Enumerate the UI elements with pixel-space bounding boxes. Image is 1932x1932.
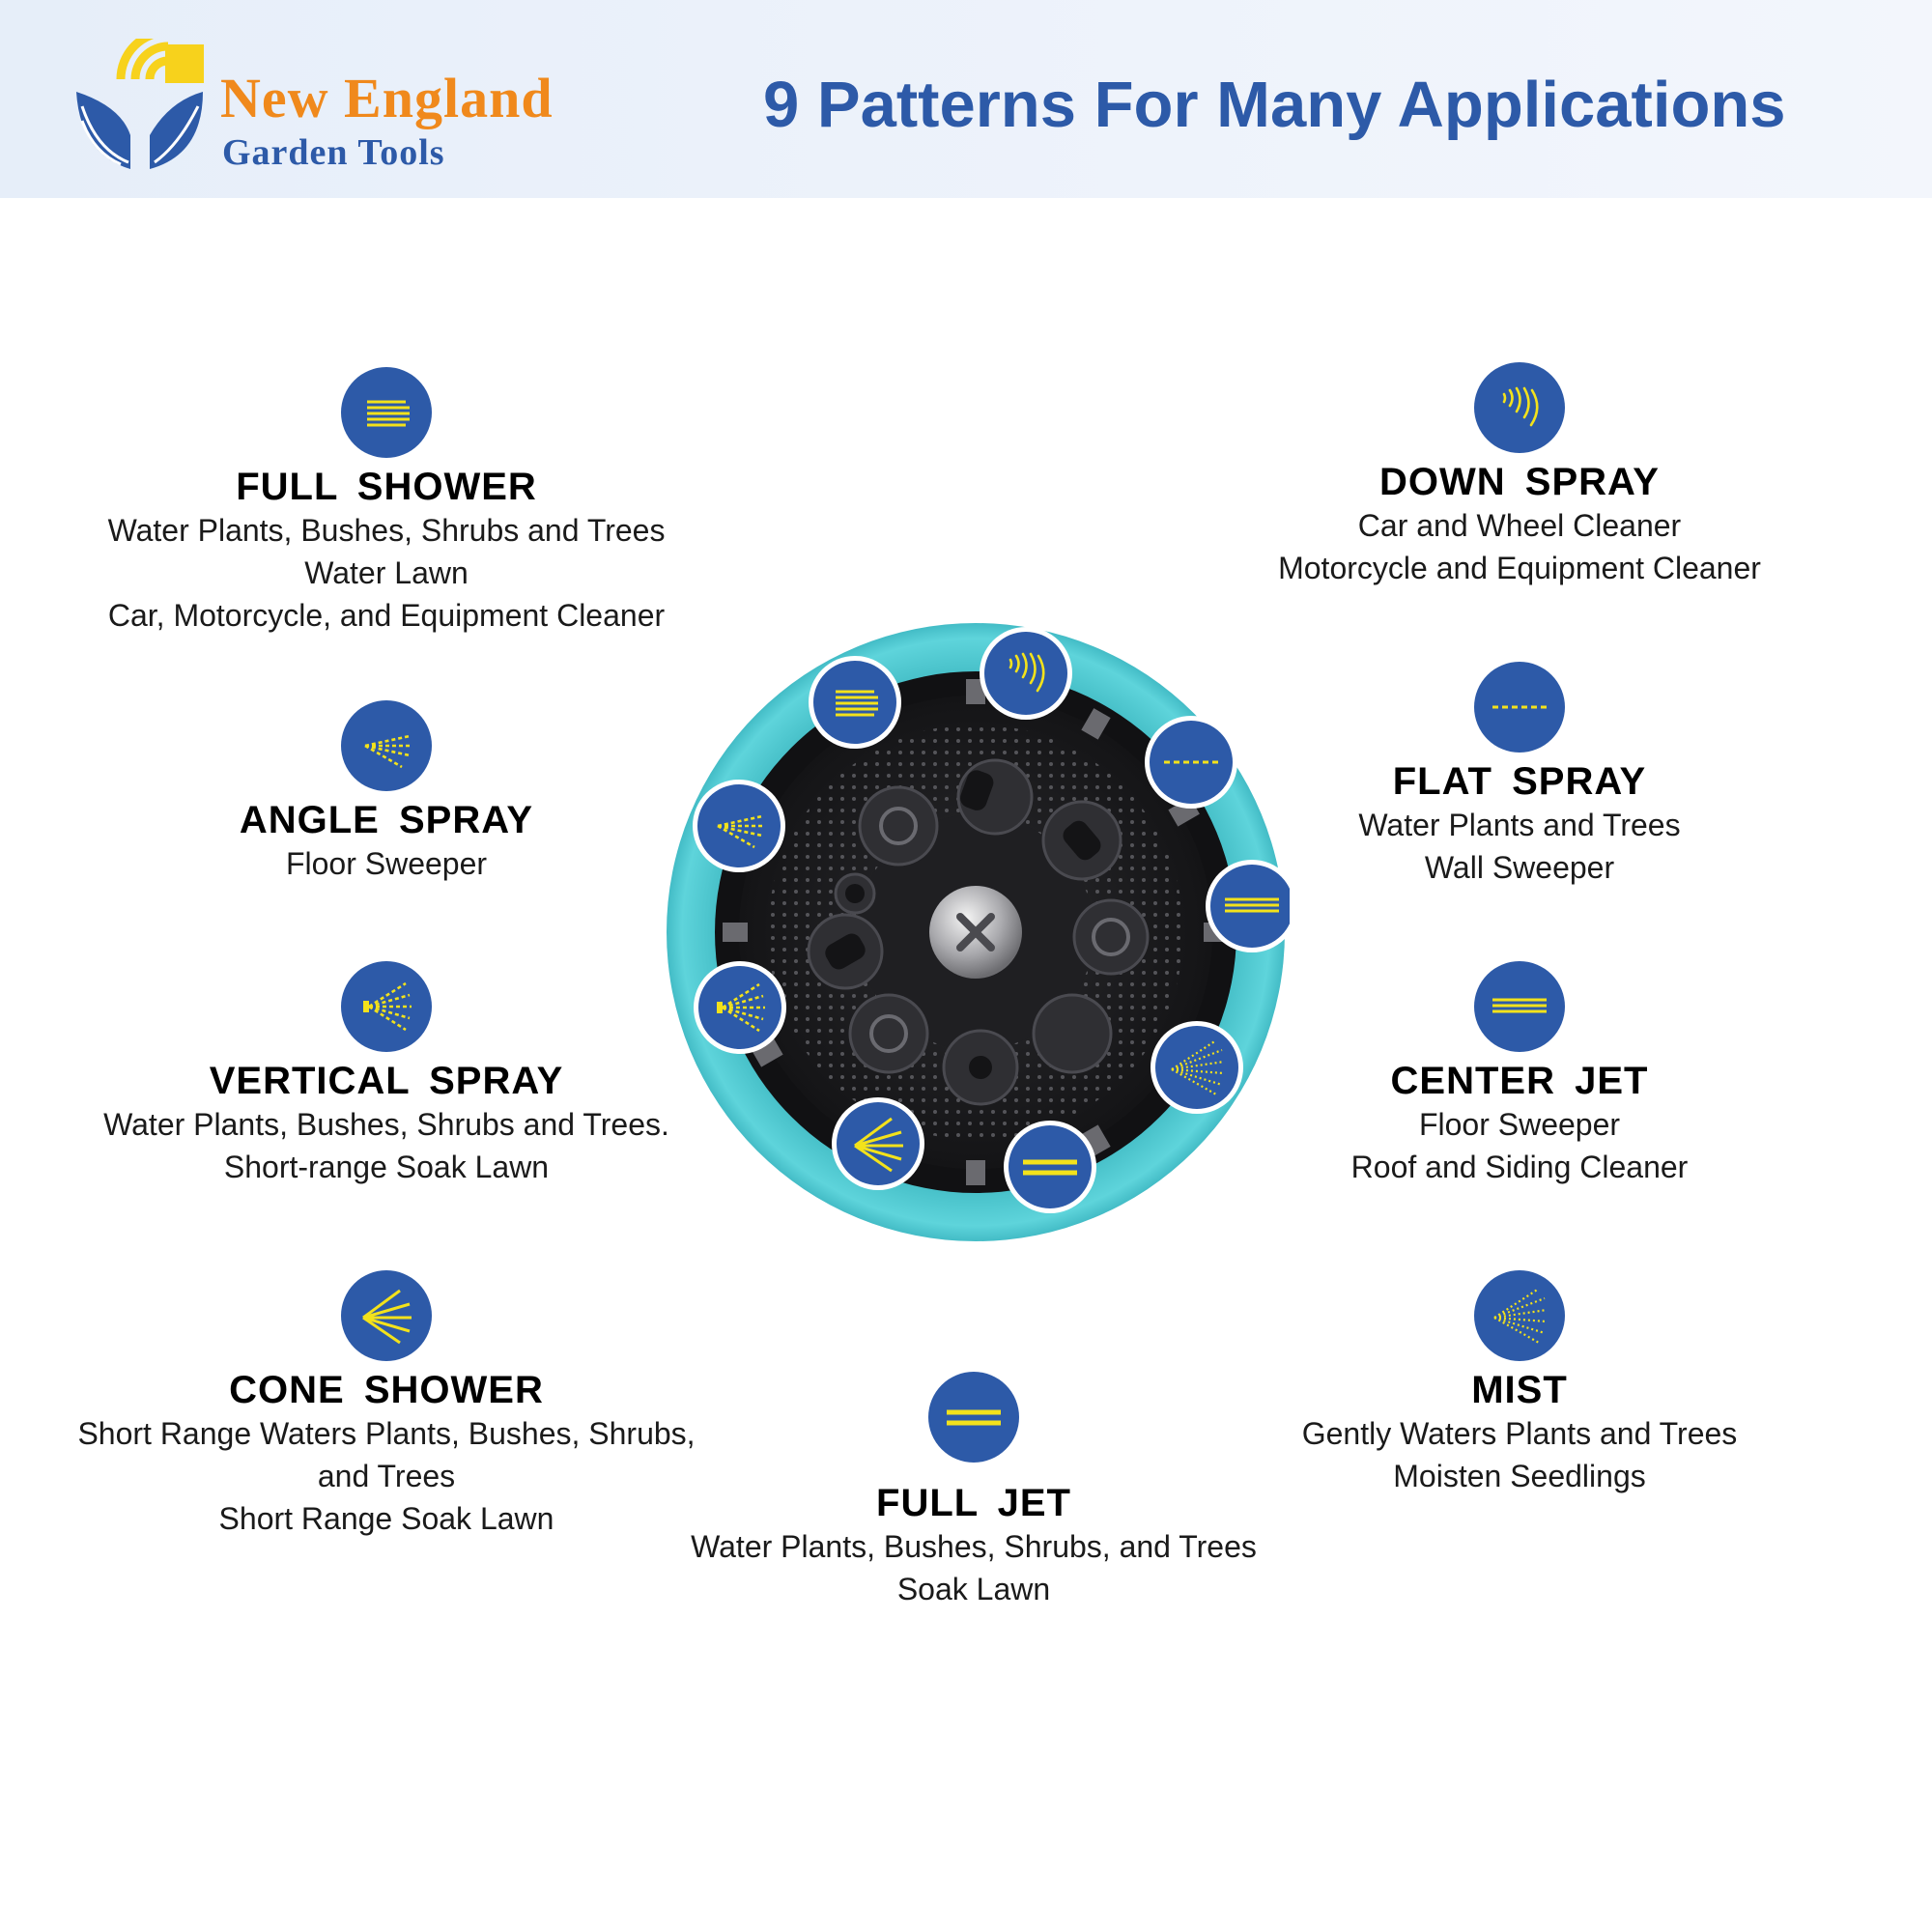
pattern-angle-spray: ANGLE SPRAY Floor Sweeper [77,700,696,885]
pattern-use: Soak Lawn [896,1572,1051,1606]
pattern-use: Floor Sweeper [1418,1107,1621,1142]
pattern-use: Moisten Seedlings [1393,1459,1646,1493]
vertical-spray-icon [341,961,432,1052]
pattern-use: Water Lawn [304,555,469,590]
pattern-use: Water Plants, Bushes, Shrubs, and Trees [691,1529,1257,1564]
nozzle-badge-full-shower-icon [809,656,901,749]
brand-logo [76,39,204,169]
nozzle-badge-vertical-spray-icon [694,961,786,1054]
page-title: 9 Patterns For Many Applications [763,69,1786,141]
pattern-mist: MIST Gently Waters Plants and Trees Mois… [1210,1270,1829,1497]
pattern-down-spray: DOWN SPRAY Car and Wheel Cleaner Motorcy… [1210,362,1829,589]
pattern-center-jet: CENTER JET Floor Sweeper Roof and Siding… [1210,961,1829,1188]
down-spray-icon [1474,362,1565,453]
pattern-name: FLAT SPRAY [1392,760,1647,803]
pattern-use: and Trees [317,1459,456,1493]
nozzle-badge-cone-shower-icon [832,1097,924,1190]
pattern-name: DOWN SPRAY [1379,461,1660,503]
brand-name-line1: New England [220,67,554,129]
pattern-use: Wall Sweeper [1424,850,1615,885]
pattern-use: Water Plants, Bushes, Shrubs and Trees. [103,1107,669,1142]
nozzle-badge-mist-icon [1151,1021,1243,1114]
pattern-use: Short-range Soak Lawn [223,1150,550,1184]
nozzle-badge-full-jet-icon [1004,1121,1096,1213]
brand-name-line2: Garden Tools [222,132,445,173]
cone-shower-icon [341,1270,432,1361]
mist-icon [1474,1270,1565,1361]
pattern-flat-spray: FLAT SPRAY Water Plants and Trees Wall S… [1210,662,1829,889]
pattern-name: FULL JET [876,1482,1071,1524]
full-shower-icon [341,367,432,458]
pattern-full-shower: FULL SHOWER Water Plants, Bushes, Shrubs… [77,367,696,637]
pattern-use: Short Range Soak Lawn [218,1501,554,1536]
pattern-full-jet: FULL JET Water Plants, Bushes, Shrubs, a… [665,1372,1283,1610]
angle-spray-icon [341,700,432,791]
pattern-name: FULL SHOWER [236,466,537,508]
sunrise-icon [116,39,204,83]
pattern-use: Car and Wheel Cleaner [1357,508,1682,543]
nozzle-face-image [667,623,1290,1241]
center-jet-icon [1474,961,1565,1052]
leaf-right-icon [150,92,203,169]
pattern-use: Water Plants and Trees [1358,808,1681,842]
pattern-cone-shower: CONE SHOWER Short Range Waters Plants, B… [77,1270,696,1540]
header-banner: New England Garden Tools 9 Patterns For … [0,0,1932,198]
nozzle-badge-angle-spray-icon [693,780,785,872]
pattern-use: Motorcycle and Equipment Cleaner [1278,551,1761,585]
pattern-name: MIST [1471,1369,1568,1411]
pattern-use: Gently Waters Plants and Trees [1301,1416,1738,1451]
nozzle-badge-flat-spray-icon [1145,716,1237,809]
pattern-name: CONE SHOWER [229,1369,544,1411]
pattern-use: Car, Motorcycle, and Equipment Cleaner [107,598,666,633]
flat-spray-icon [1474,662,1565,753]
pattern-name: CENTER JET [1390,1060,1649,1102]
leaf-left-icon [76,92,130,169]
nozzle-badge-center-jet-icon [1206,860,1290,952]
pattern-vertical-spray: VERTICAL SPRAY Water Plants, Bushes, Shr… [77,961,696,1188]
full-jet-icon [928,1372,1019,1463]
pattern-name: VERTICAL SPRAY [209,1060,564,1102]
pattern-use: Floor Sweeper [285,846,488,881]
pattern-use: Water Plants, Bushes, Shrubs and Trees [107,513,666,548]
nozzle-badge-down-spray-icon [980,627,1072,720]
pattern-use: Roof and Siding Cleaner [1350,1150,1689,1184]
pattern-use: Short Range Waters Plants, Bushes, Shrub… [77,1416,696,1451]
pattern-name: ANGLE SPRAY [239,799,534,841]
